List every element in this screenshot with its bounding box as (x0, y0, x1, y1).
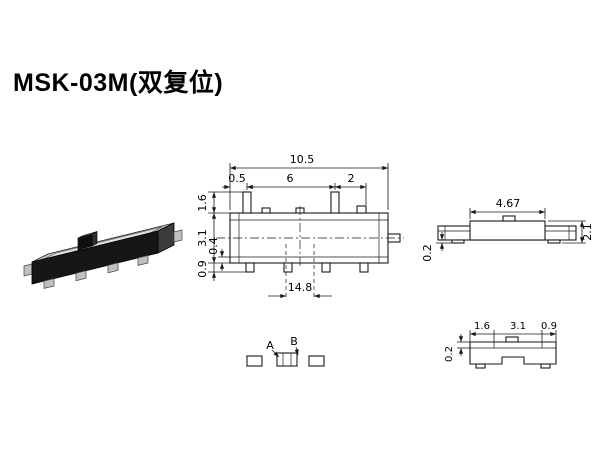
dim-label-end-plate: 0.2 (444, 346, 455, 362)
front-view (216, 191, 404, 300)
side-foot (547, 239, 561, 244)
iso-pin (107, 262, 119, 274)
iso-left-tab (23, 263, 33, 277)
dim-label-post-to-end: 2 (348, 172, 355, 185)
side-view: 4.67 2.1 0.2 (421, 197, 594, 262)
front-post-left (242, 191, 252, 214)
dim-label-block-length: 4.67 (496, 197, 521, 210)
iso-pin (137, 255, 149, 266)
end-foot (540, 363, 551, 369)
iso-pin (43, 278, 55, 289)
side-center-block (469, 220, 546, 241)
leader-line-b (294, 346, 299, 356)
front-top-bump (356, 205, 367, 214)
page-title: MSK-03M(双复位) (13, 69, 224, 97)
iso-right-face (157, 222, 175, 254)
iso-knob-side (91, 231, 98, 247)
end-view: 1.6 3.1 0.9 0.2 (444, 321, 557, 369)
front-pin (321, 262, 331, 273)
front-pin (283, 262, 293, 273)
dim-label-end-w1: 1.6 (474, 321, 490, 332)
label-b: B (290, 335, 298, 348)
dim-label-end-w2: 3.1 (510, 321, 526, 332)
dim-label-post-offset: 0.5 (228, 172, 246, 185)
pad-right (308, 355, 325, 367)
side-foot (451, 239, 465, 244)
dim-label-foot-thickness: 0.2 (421, 244, 434, 262)
front-pin (245, 262, 255, 273)
pad-left (246, 355, 263, 367)
isometric-view (23, 222, 183, 289)
dim-label-post-height: 1.6 (196, 194, 209, 212)
pad-view: A B (246, 335, 325, 367)
dim-label-travel: 14.8 (288, 281, 313, 294)
iso-right-tab (173, 229, 183, 243)
dim-label-pin-height: 0.9 (196, 260, 209, 278)
dim-label-post-pitch: 6 (287, 172, 294, 185)
dim-label-body-height: 3.1 (196, 229, 209, 247)
front-dimensions: 10.5 0.5 6 2 1.6 3.1 (196, 153, 389, 299)
label-a: A (266, 339, 274, 352)
side-top-bump (502, 215, 516, 222)
dim-label-side-height: 2.1 (581, 223, 594, 241)
front-top-bump (261, 207, 271, 214)
front-pin (359, 262, 369, 273)
dim-label-total-width: 10.5 (290, 153, 315, 166)
leader-line-a (271, 349, 280, 358)
dim-label-end-w3: 0.9 (541, 321, 557, 332)
dim-label-base-step: 0.4 (207, 237, 220, 255)
end-outline (469, 341, 557, 365)
end-foot (475, 363, 486, 369)
pad-center (276, 352, 298, 367)
front-post-right (330, 191, 340, 214)
iso-pin (75, 270, 87, 282)
end-top-bump (505, 336, 519, 343)
